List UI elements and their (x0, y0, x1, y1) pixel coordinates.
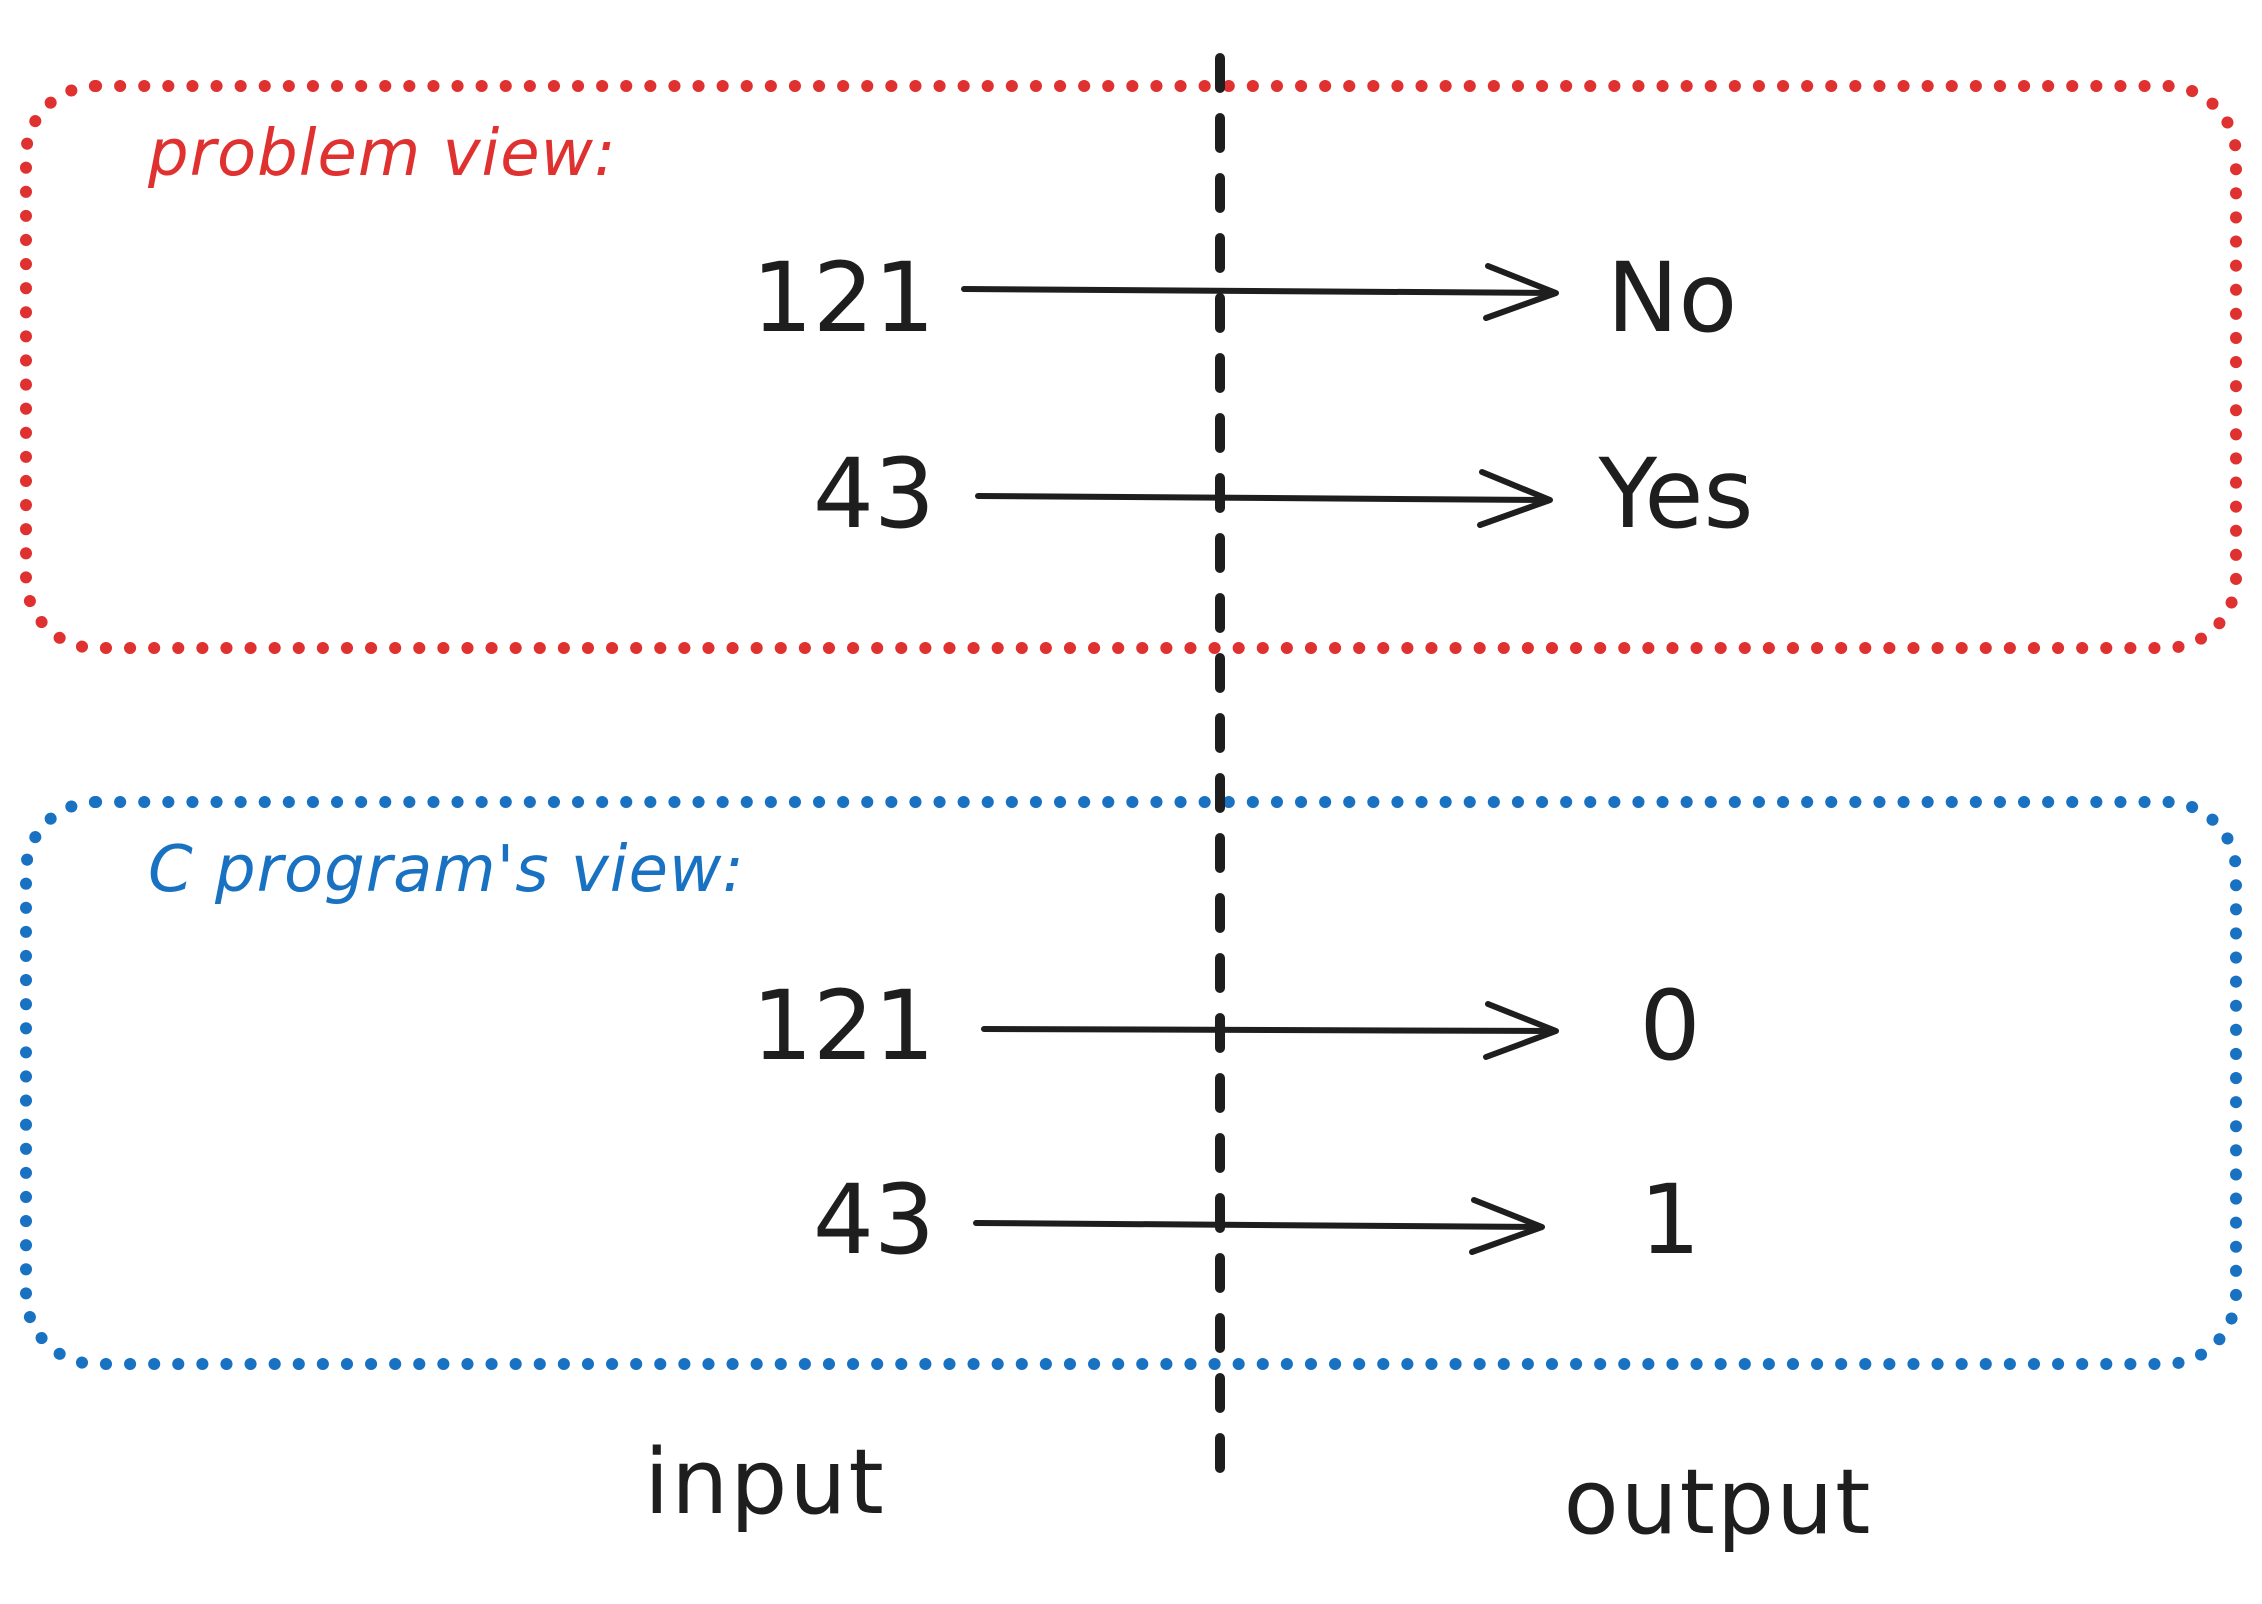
output-axis-label: output (1563, 1450, 1873, 1555)
arrow-problem-row-2 (975, 469, 1553, 528)
program-output-1: 0 (1639, 970, 1701, 1082)
problem-view-title: problem view: (148, 117, 617, 191)
program-input-1: 121 (751, 970, 935, 1082)
input-axis-label: input (644, 1430, 886, 1535)
arrow-program-row-1 (981, 1001, 1559, 1060)
arrow-program-row-2 (973, 1197, 1545, 1255)
problem-output-1: No (1606, 242, 1738, 354)
program-view-box (20, 796, 2242, 1370)
arrow-problem-row-1 (961, 263, 1559, 321)
problem-view-box (20, 80, 2242, 654)
problem-input-1: 121 (751, 242, 935, 354)
problem-output-2: Yes (1598, 438, 1754, 550)
program-output-2: 1 (1639, 1164, 1701, 1276)
program-view-title: C program's view: (148, 833, 745, 907)
problem-input-2: 43 (812, 438, 935, 550)
program-input-2: 43 (812, 1164, 935, 1276)
